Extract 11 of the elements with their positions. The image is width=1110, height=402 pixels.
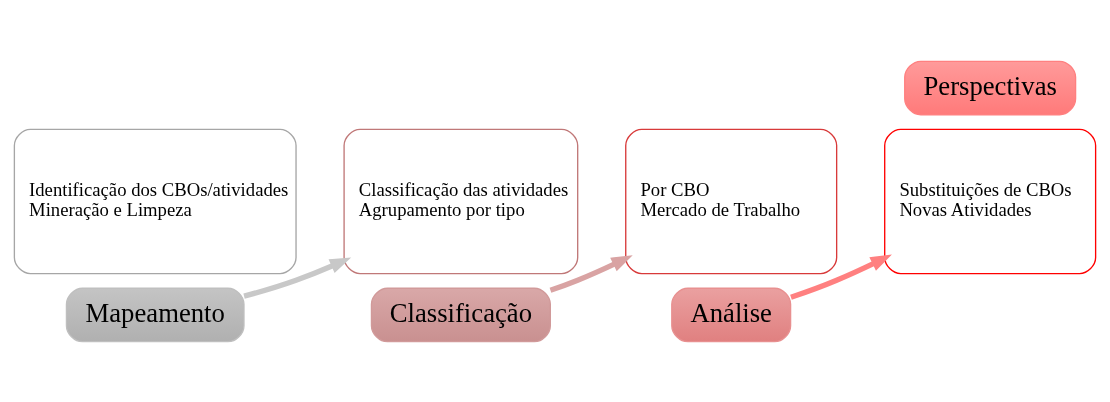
node-box: Por CBO Mercado de Trabalho [625, 128, 838, 274]
node-box: Identificação dos CBOs/atividades Mineração e Limpeza [13, 128, 297, 274]
node-box: Substituições de CBOs Novas Atividades [884, 128, 1097, 274]
arrow [243, 257, 352, 299]
node-box: Mapeamento [65, 287, 245, 342]
node-box: Perspectivas [904, 60, 1077, 115]
node-box: Análise [671, 287, 792, 342]
arrow [790, 254, 892, 300]
node-box: Classificação [370, 287, 551, 342]
arrow [549, 254, 633, 293]
node-box: Classificação das atividades Agrupamento por tipo [343, 128, 579, 274]
